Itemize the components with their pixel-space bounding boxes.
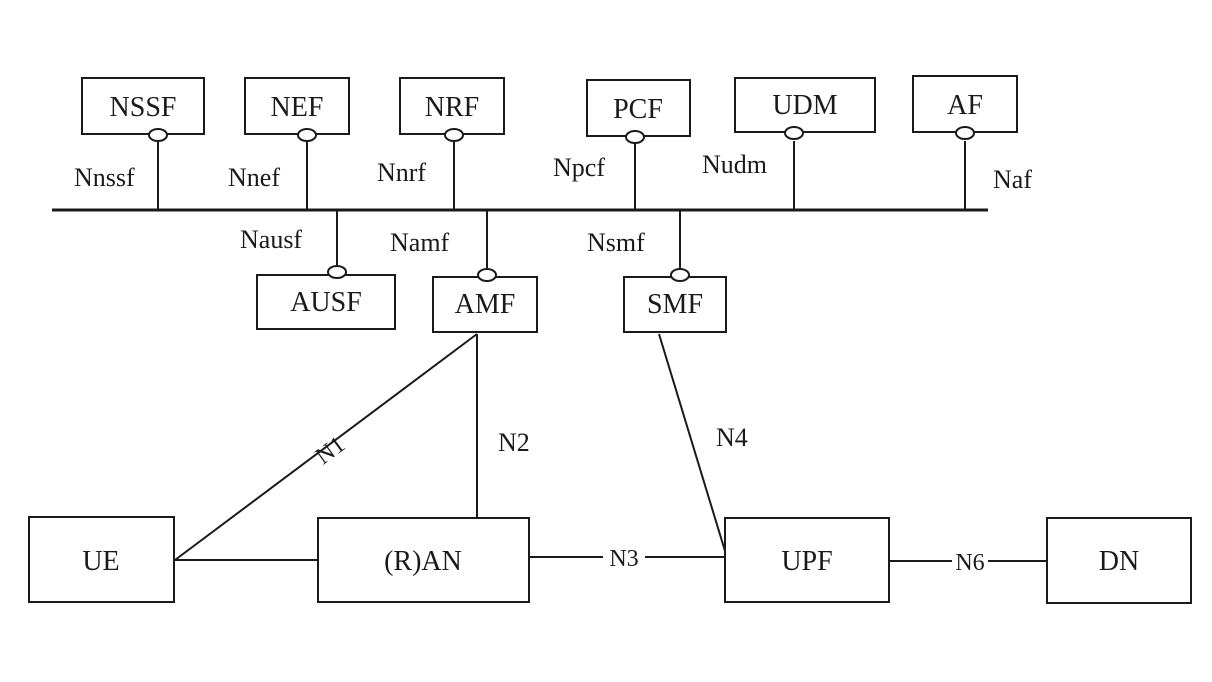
smf-node: SMF (623, 276, 727, 333)
nef-node: NEF (244, 77, 350, 135)
namf-label: Namf (390, 228, 450, 257)
nef-label: NEF (271, 92, 324, 123)
n1-label: N1 (311, 432, 350, 470)
ue-label: UE (82, 546, 119, 577)
smf-port (670, 268, 690, 282)
nudm-label: Nudm (702, 150, 767, 179)
upf-node: UPF (724, 517, 890, 603)
af-node: AF (912, 75, 1018, 133)
udm-node: UDM (734, 77, 876, 133)
ran-label: (R)AN (384, 546, 462, 577)
pcf-node: PCF (586, 79, 691, 137)
n1-link (174, 333, 478, 561)
amf-port (477, 268, 497, 282)
af-label: AF (947, 90, 983, 121)
nef-port (297, 128, 317, 142)
af-port (955, 126, 975, 140)
upf-label: UPF (781, 546, 832, 577)
n2-label: N2 (498, 428, 530, 457)
nnef-label: Nnef (228, 163, 280, 192)
nsmf-label: Nsmf (587, 228, 645, 257)
amf-node: AMF (432, 276, 538, 333)
ausf-label: AUSF (290, 287, 362, 318)
dn-label: DN (1099, 546, 1139, 577)
n3-label: N3 (609, 546, 638, 572)
n4-link (658, 333, 726, 552)
pcf-label: PCF (613, 94, 663, 125)
amf-label: AMF (455, 289, 516, 320)
ausf-node: AUSF (256, 274, 396, 330)
naf-label: Naf (993, 165, 1032, 194)
nausf-label: Nausf (240, 225, 302, 254)
nrf-label: NRF (425, 92, 479, 123)
nssf-port (148, 128, 168, 142)
dn-node: DN (1046, 517, 1192, 604)
nnrf-label: Nnrf (377, 158, 426, 187)
smf-label: SMF (647, 289, 703, 320)
ue-node: UE (28, 516, 175, 603)
pcf-port (625, 130, 645, 144)
npcf-label: Npcf (553, 153, 605, 182)
udm-port (784, 126, 804, 140)
udm-label: UDM (772, 90, 837, 121)
ran-node: (R)AN (317, 517, 530, 603)
nssf-label: NSSF (110, 92, 177, 123)
nnssf-label: Nnssf (74, 163, 135, 192)
n6-label: N6 (955, 550, 984, 576)
nssf-node: NSSF (81, 77, 205, 135)
nrf-port (444, 128, 464, 142)
nrf-node: NRF (399, 77, 505, 135)
ausf-port (327, 265, 347, 279)
n4-label: N4 (716, 423, 748, 452)
